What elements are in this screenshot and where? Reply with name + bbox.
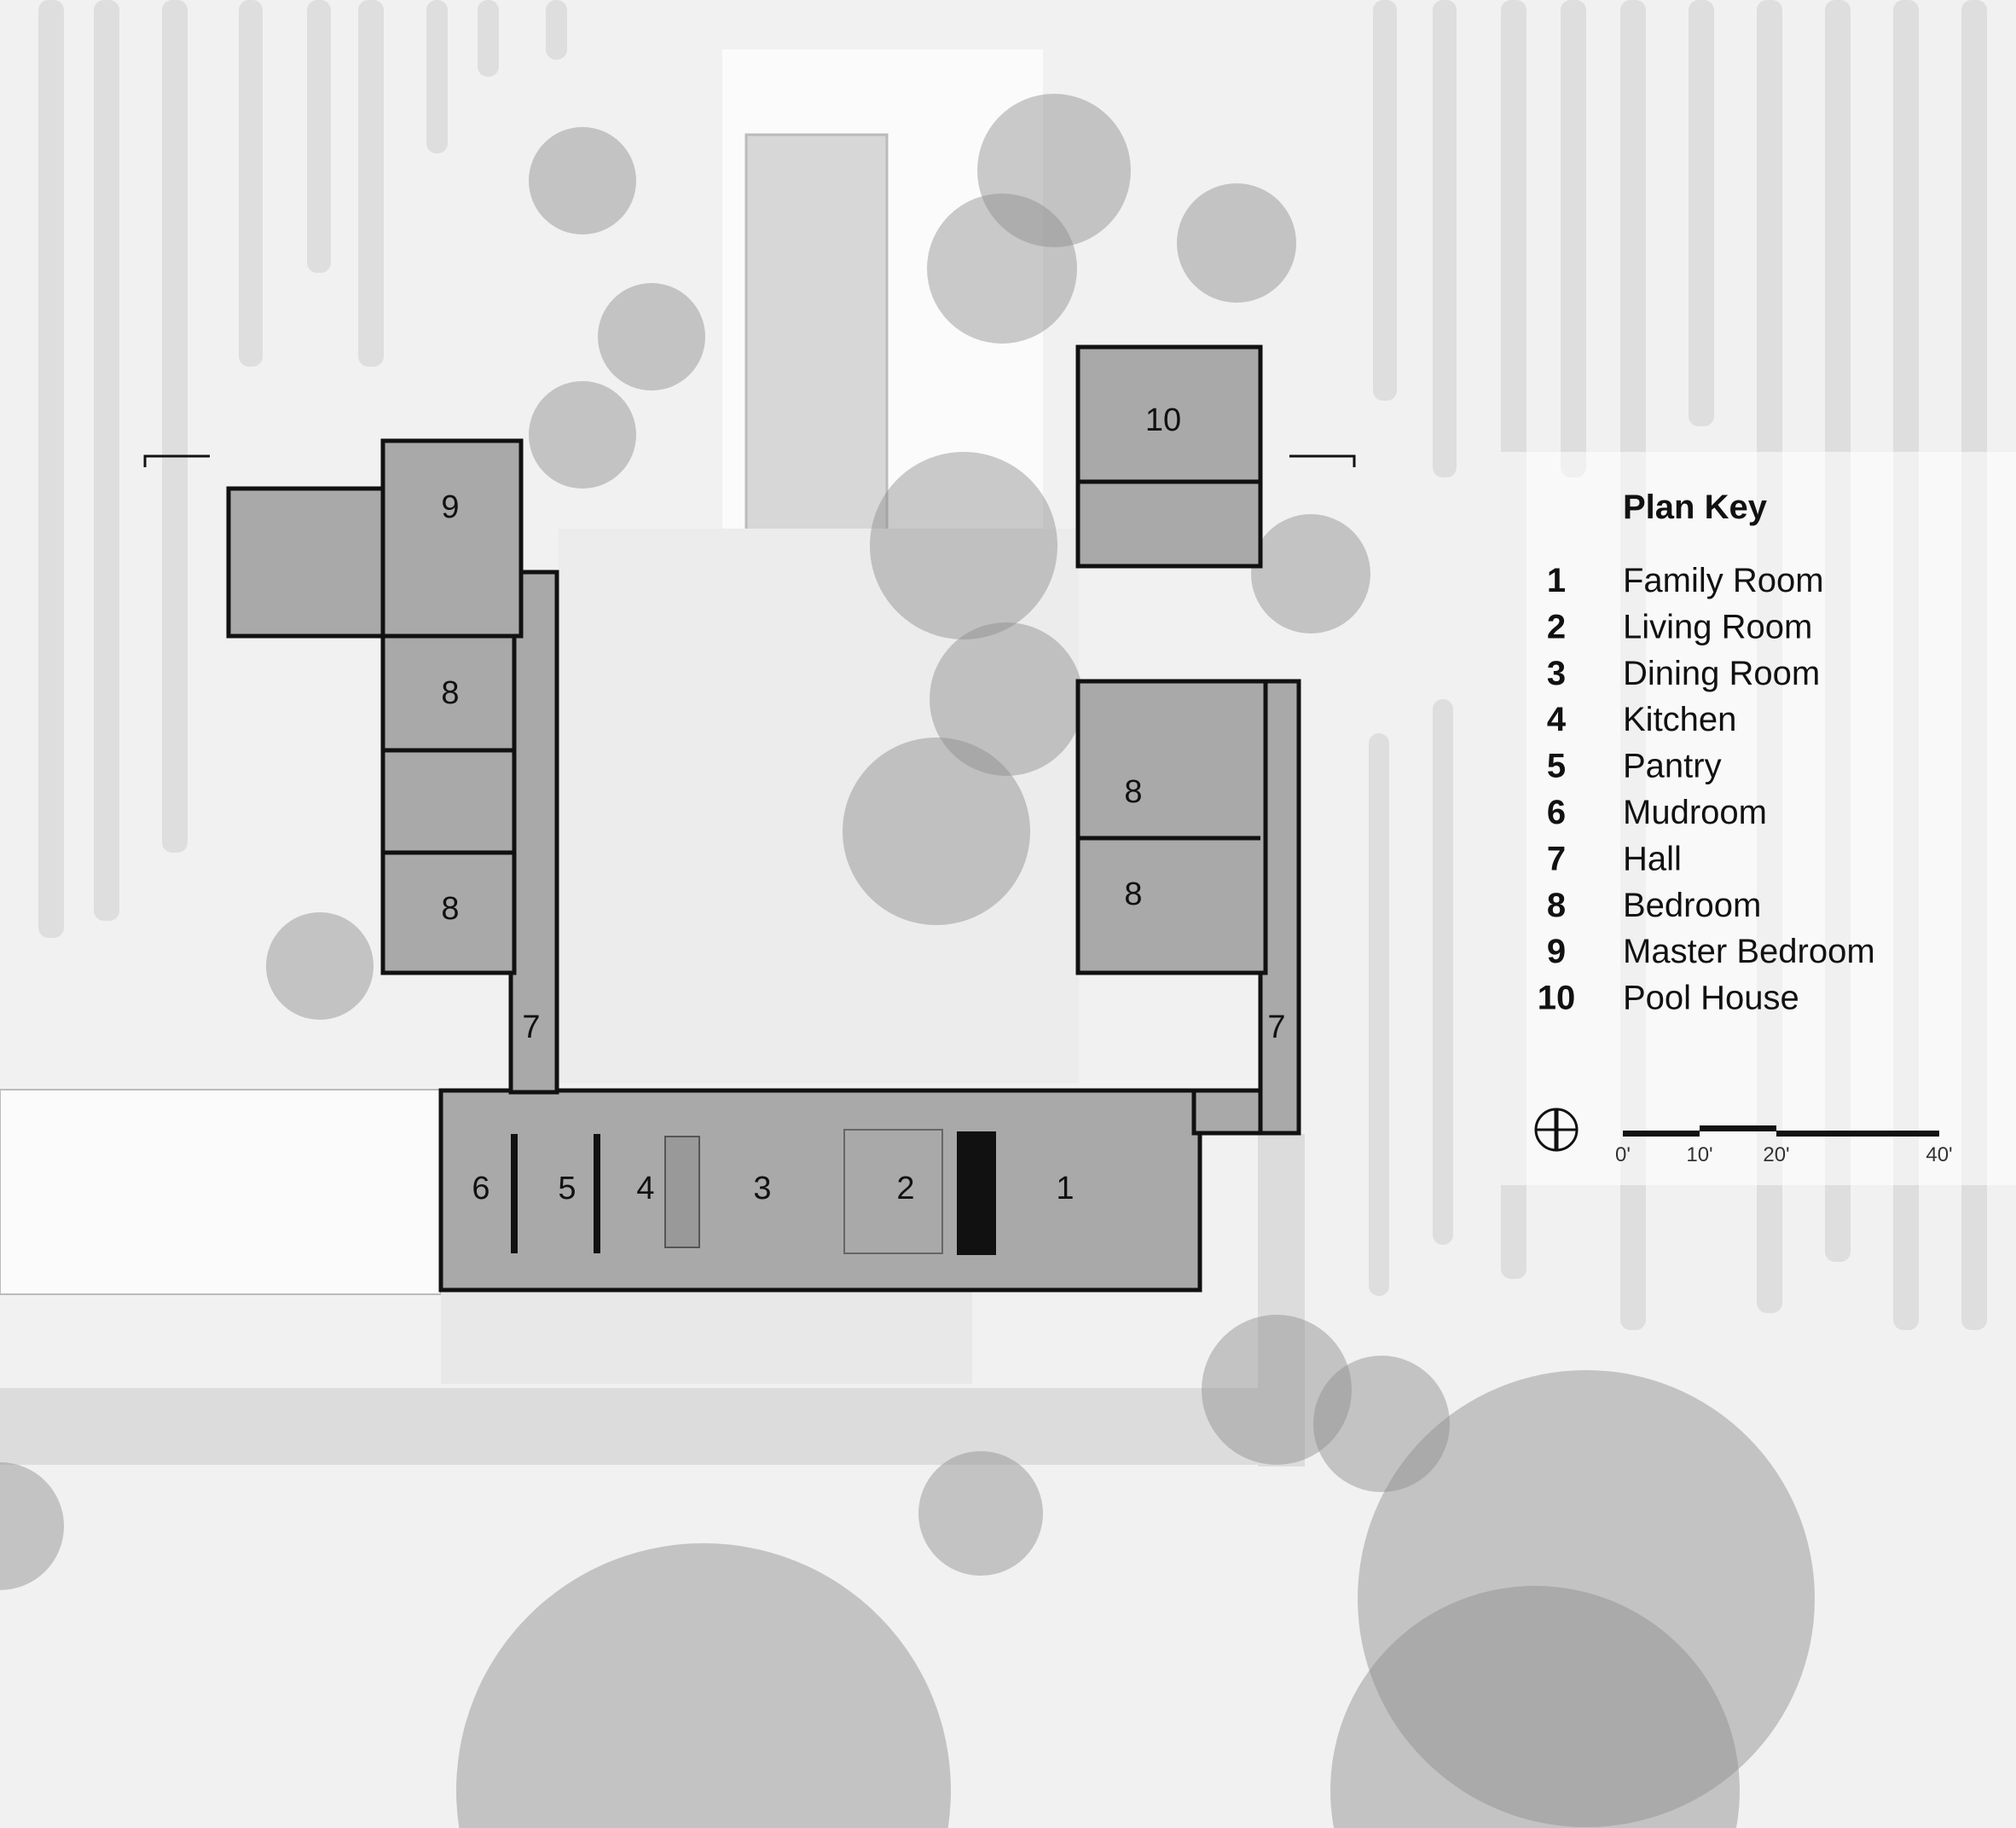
section-markers (143, 454, 1356, 467)
room-tag-bedroom-ne: 8 (1124, 774, 1142, 810)
scale-label-20: 20' (1763, 1143, 1789, 1166)
field-stripe (1561, 0, 1586, 477)
master-suite (380, 438, 524, 639)
north-arrow-icon (1534, 1108, 1579, 1152)
tree-canopy (918, 1451, 1043, 1576)
room-tag-pool-house: 10 (1145, 402, 1181, 438)
tree-canopy (1177, 183, 1296, 303)
field-stripe (546, 0, 567, 60)
plan-key-number: 8 (1547, 887, 1566, 924)
plan-key-label: Master Bedroom (1623, 933, 1875, 970)
plan-key-label: Mudroom (1623, 794, 1767, 831)
plan-key-label: Hall (1623, 840, 1682, 877)
room-tag-hall-east: 7 (1267, 1009, 1285, 1045)
tree-canopy (598, 283, 705, 390)
field-stripe (94, 0, 119, 921)
room-tag-family-room: 1 (1056, 1171, 1074, 1206)
plan-key-number: 10 (1538, 980, 1576, 1017)
tree-canopy (1202, 1315, 1352, 1465)
plan-key-title: Plan Key (1623, 489, 1768, 526)
east-walk (1258, 1134, 1305, 1466)
tree-canopy (1358, 1370, 1815, 1827)
plan-key: Plan Key 1 Family Room 2 Living Room 3 Dining… (1501, 452, 2016, 1185)
tree-canopy (927, 194, 1077, 344)
room-tag-bedroom-se: 8 (1124, 876, 1142, 912)
plan-key-number: 7 (1547, 840, 1566, 877)
tree-canopy (266, 912, 374, 1020)
pool-house (1075, 344, 1263, 569)
plan-key-number: 4 (1547, 701, 1567, 738)
trees (0, 94, 1815, 1828)
room-tag-kitchen: 4 (636, 1171, 654, 1206)
room-tag-living-room: 2 (896, 1171, 914, 1206)
field-stripe (426, 0, 448, 153)
tree-canopy (529, 127, 636, 234)
field-stripe (307, 0, 331, 273)
terrace (559, 529, 1079, 1083)
room-tags: 1 2 3 4 5 6 7 7 8 8 8 8 9 10 (441, 402, 1285, 1206)
building (226, 344, 1301, 1293)
east-bedroom-wing (1075, 679, 1268, 975)
living-rug (843, 1129, 943, 1254)
scale-label-0: 0' (1615, 1143, 1631, 1166)
scale-bar: 0' 10' 20' 40' (1615, 1125, 1953, 1166)
scale-label-40: 40' (1926, 1143, 1952, 1166)
room-tag-bedroom-nw: 8 (441, 675, 459, 711)
plan-key-label: Family Room (1623, 562, 1824, 599)
room-tag-master-bedroom: 9 (441, 489, 459, 525)
field-stripe (358, 0, 384, 367)
plan-key-number: 9 (1547, 933, 1566, 970)
tree-canopy (870, 452, 1057, 639)
main-wing (438, 1088, 1202, 1293)
plan-key-label: Dining Room (1623, 655, 1820, 692)
tree-canopy (977, 94, 1131, 247)
room-tag-mudroom: 6 (472, 1171, 490, 1206)
field-stripe (38, 0, 64, 938)
master-suite-bath (226, 486, 387, 639)
room-tag-bedroom-sw: 8 (441, 891, 459, 927)
tree-canopy (1251, 514, 1370, 633)
scale-label-10: 10' (1686, 1143, 1712, 1166)
field-stripe (1689, 0, 1714, 426)
tree-canopy (843, 738, 1030, 925)
field-stripe (239, 0, 263, 367)
field-stripe (1369, 733, 1389, 1296)
field-stripe (1433, 0, 1457, 477)
tree-canopy (1330, 1586, 1741, 1828)
plan-key-number: 5 (1547, 748, 1566, 785)
field-stripe (1433, 699, 1453, 1245)
fireplace (957, 1131, 996, 1255)
driveway (0, 1089, 442, 1295)
room-tag-hall-west: 7 (522, 1009, 540, 1045)
field-stripe (478, 0, 499, 77)
field-stripe (1373, 0, 1397, 401)
tree-canopy (529, 381, 636, 489)
plan-key-label: Pool House (1623, 980, 1799, 1017)
plan-key-number: 6 (1547, 794, 1566, 831)
plan-key-number: 2 (1547, 608, 1566, 645)
main-wing-east-ext (1191, 1088, 1265, 1136)
plan-key-label: Living Room (1623, 608, 1812, 645)
plan-key-number: 3 (1547, 655, 1566, 692)
plan-key-label: Kitchen (1623, 701, 1736, 738)
room-tag-pantry: 5 (558, 1171, 576, 1206)
room-tag-dining-room: 3 (753, 1171, 771, 1206)
tree-canopy (456, 1542, 951, 1828)
tree-canopy (0, 1462, 64, 1590)
west-bedroom-wing (380, 633, 517, 975)
plan-key-label: Bedroom (1623, 887, 1761, 924)
field-stripe (162, 0, 188, 853)
tree-canopy (930, 622, 1083, 776)
kitchen-island (664, 1136, 700, 1248)
hardscape (0, 49, 1305, 1466)
tree-canopy (1313, 1356, 1450, 1492)
plan-key-number: 1 (1547, 562, 1566, 599)
south-walk (0, 1388, 1305, 1465)
south-porch (441, 1290, 972, 1384)
plan-key-label: Pantry (1623, 748, 1722, 785)
